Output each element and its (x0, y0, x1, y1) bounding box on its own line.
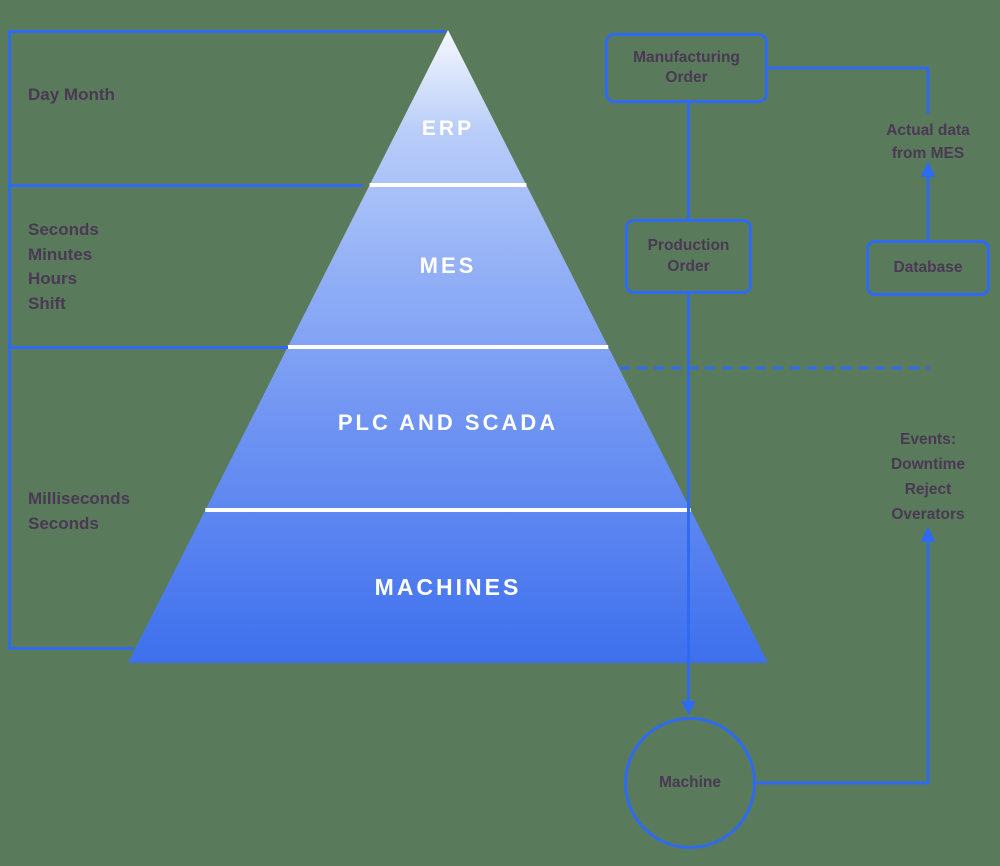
machine-node: Machine (624, 717, 756, 849)
timescale-label-machines: Milliseconds Seconds (28, 489, 131, 533)
pyramid-level-machines: MACHINES (374, 574, 522, 600)
events-annotation: Events: Downtime Reject Overators (890, 431, 966, 524)
connector-manufacturing-to-actual-data (768, 66, 930, 114)
pyramid-level-erp: ERP (421, 117, 475, 140)
database-node: Database (866, 240, 990, 296)
database-label: Database (893, 258, 963, 276)
connector-machine-to-events (756, 541, 930, 785)
timescale-label-mes: Seconds Minutes Hours Shift (28, 220, 99, 313)
machine-label: Machine (658, 773, 721, 791)
production-order-label: Production Order (647, 237, 730, 275)
timescale-label-erp: Day Month (28, 85, 115, 104)
production-order-node: Production Order (625, 219, 752, 294)
arrow-down-machine-icon (681, 701, 696, 715)
pyramid-level-plc-scada: PLC AND SCADA (337, 410, 559, 435)
arrow-up-actual-data-icon (920, 161, 936, 177)
actual-data-annotation: Actual data from MES (886, 122, 970, 163)
manufacturing-order-node: Manufacturing Order (605, 33, 768, 103)
manufacturing-order-label: Manufacturing Order (633, 48, 740, 86)
timescale-bracket (8, 30, 446, 650)
arrow-up-events-icon (920, 526, 936, 542)
pyramid-level-mes: MES (419, 253, 477, 278)
